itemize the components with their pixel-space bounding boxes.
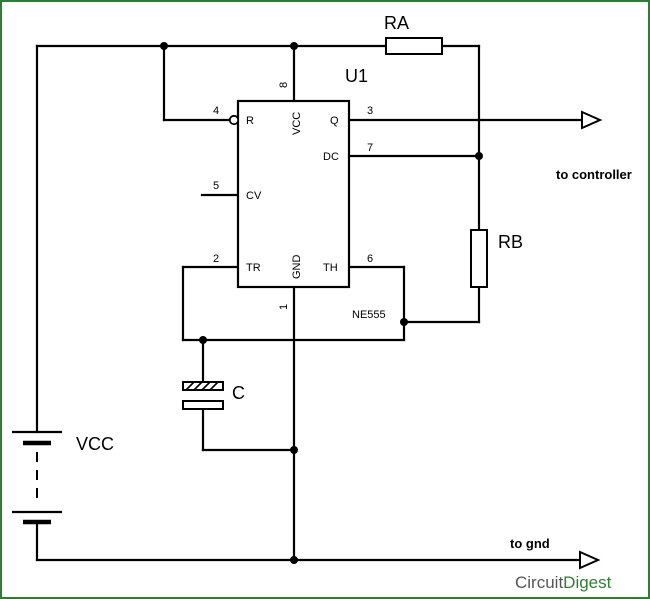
svg-text:CircuitDigest: CircuitDigest (515, 573, 612, 592)
junction-dot (290, 446, 298, 454)
pin-number-tr: 2 (213, 253, 219, 265)
arrow-right-icon (581, 110, 603, 130)
pin-number-dc: 7 (367, 142, 373, 154)
brand-part1: Circuit (515, 573, 563, 592)
pin-number-q: 3 (367, 105, 373, 117)
resistor-rb (470, 229, 488, 288)
junction-dot (290, 556, 298, 564)
junction-dot (475, 152, 483, 160)
battery-vcc (12, 430, 62, 525)
ne555-ic-body (236, 99, 351, 289)
pin-number-vcc: 8 (278, 82, 290, 88)
pin-label-q: Q (330, 115, 339, 127)
ic-name-label: U1 (345, 66, 368, 86)
arrow-right-icon (579, 550, 601, 570)
to-controller-label: to controller (556, 167, 632, 182)
circuitdigest-logo: CircuitDigest (515, 573, 612, 592)
capacitor-c (182, 381, 224, 410)
pin-label-cv: CV (246, 190, 262, 202)
pin-number-reset: 4 (213, 105, 219, 117)
pin-label-tr: TR (246, 262, 261, 274)
pin-label-vcc: VCC (291, 112, 303, 135)
junction-dot (290, 42, 298, 50)
capacitor-c-label: C (232, 383, 245, 403)
pin-number-cv: 5 (213, 180, 219, 192)
pin-label-r: R (246, 115, 254, 127)
pin-number-gnd: 1 (278, 304, 290, 310)
resistor-ra (385, 37, 443, 55)
junction-dot (199, 336, 207, 344)
battery-vcc-label: VCC (76, 434, 114, 454)
resistor-ra-label: RA (384, 13, 409, 33)
junction-dot (400, 318, 408, 326)
pin-label-gnd: GND (291, 255, 303, 280)
pin-number-th: 6 (367, 253, 373, 265)
brand-part2: Digest (563, 573, 611, 592)
to-gnd-label: to gnd (510, 536, 550, 551)
pin-label-th: TH (323, 262, 338, 274)
reset-bubble-icon (228, 114, 240, 126)
ic-part-label: NE555 (352, 309, 386, 321)
junction-dot (160, 42, 168, 50)
pin-label-dc: DC (323, 151, 339, 163)
resistor-rb-label: RB (498, 232, 523, 252)
